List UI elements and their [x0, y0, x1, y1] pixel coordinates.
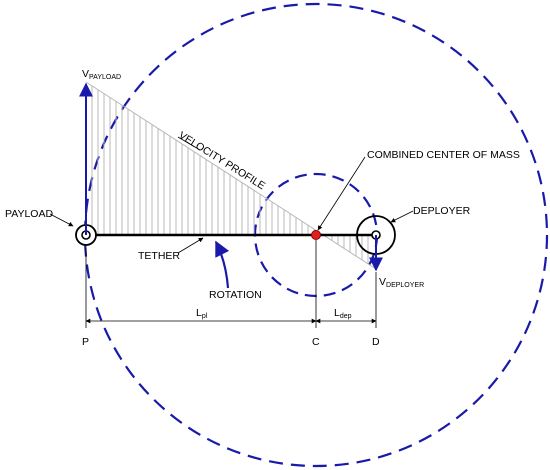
center-of-mass-label: COMBINED CENTER OF MASS [367, 149, 520, 161]
point-c-label: C [312, 336, 320, 348]
l-pl-label: Lpl [196, 307, 208, 320]
tether-label: TETHER [138, 250, 180, 262]
velocity-profile-line [85, 81, 377, 270]
point-p-label: P [82, 336, 89, 348]
center-of-mass-marker [311, 230, 321, 240]
rotation-label: ROTATION [209, 289, 262, 301]
leader-payload [49, 213, 74, 227]
payload-label: PAYLOAD [5, 208, 53, 220]
leader-deployer [390, 210, 414, 223]
rotation-arrow [215, 240, 230, 289]
leader-tether [177, 237, 204, 254]
deployer-label: DEPLOYER [413, 205, 471, 217]
leader-center-of-mass [317, 156, 366, 231]
l-dep-label: Ldep [334, 307, 352, 320]
point-d-label: D [372, 336, 380, 348]
v-deployer-label: VDEPLOYER [379, 276, 424, 289]
v-payload-label: VPAYLOAD [82, 68, 121, 81]
velocity-profile-label: VELOCITY PROFILE [176, 129, 267, 192]
velocity-profile-hatch [91, 85, 369, 264]
payload-orbit-circle [83, 2, 549, 468]
leader-velocity-profile [177, 136, 201, 151]
